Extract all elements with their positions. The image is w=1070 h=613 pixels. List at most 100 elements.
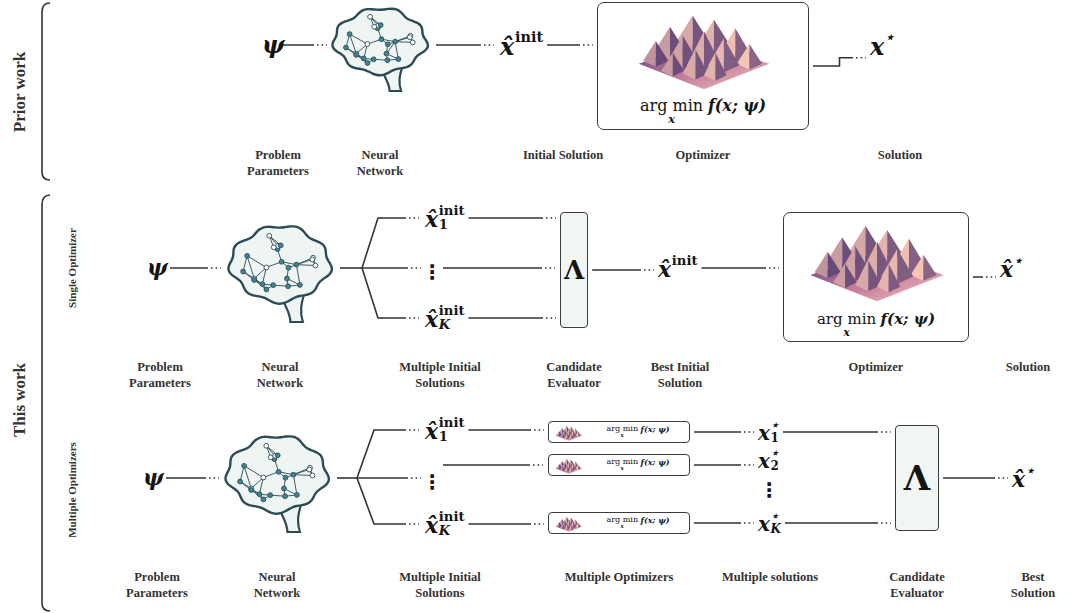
column-caption: Multiple Initial Solutions (390, 570, 490, 601)
evaluator-box: Λ (560, 212, 588, 328)
optimizer-box: arg minx f(x; ψ) (597, 2, 809, 130)
objective-function: f(x; ψ) (640, 516, 669, 524)
math-superscript: ⋆ (1026, 464, 1034, 478)
flow-connector (468, 429, 544, 431)
column-caption: Problem Parameters (117, 570, 197, 601)
math-symbol-node: x̂initK (425, 510, 464, 538)
flow-connector (468, 523, 544, 525)
math-superscript: ⋆ (771, 447, 779, 460)
evaluator-symbol: Λ (564, 257, 584, 283)
brain-icon (225, 436, 328, 532)
math-subscript: K (771, 523, 781, 536)
script-group: ⋆2 (771, 447, 779, 472)
column-caption: Solution (865, 148, 935, 164)
script-group: ⋆ (1014, 254, 1022, 268)
script-group: ⋆ (1026, 464, 1034, 478)
operator-name: arg min (606, 458, 638, 466)
operator-subscript: x (843, 327, 849, 338)
math-symbol: x̂ (500, 32, 514, 61)
flow-line (357, 430, 419, 478)
column-caption: Problem Parameters (238, 148, 318, 179)
flow-line (357, 477, 421, 479)
math-symbol: x̂ (425, 306, 438, 332)
flow-line (282, 44, 327, 46)
math-superscript: init (672, 254, 698, 268)
flow-connector (813, 58, 866, 66)
math-symbol-node: ψ (147, 255, 168, 280)
flow-line (362, 268, 419, 318)
column-caption: Initial Solution (508, 148, 618, 164)
math-superscript: ⋆ (771, 419, 779, 432)
column-caption: Best Initial Solution (630, 360, 730, 391)
flow-connector (694, 431, 754, 433)
math-superscript: ⋆ (1014, 254, 1022, 268)
operator-name: arg min (606, 425, 638, 433)
math-symbol: ψ (262, 30, 285, 59)
math-symbol-node: x⋆1 (758, 419, 779, 445)
flow-connector (694, 464, 754, 466)
landscape-plot (604, 7, 804, 95)
flow-connector (785, 522, 891, 524)
script-group: ⋆ (885, 29, 894, 44)
landscape-plot (790, 217, 964, 307)
ellipsis-mark: ⋮ (759, 477, 779, 503)
math-symbol-node: ψ (143, 465, 164, 490)
optimizer-box: arg minx f(x; ψ) (783, 212, 969, 342)
math-symbol-node: x⋆ (870, 29, 894, 61)
column-caption: Candidate Evaluator (878, 570, 956, 601)
flow-connector (783, 431, 891, 433)
flow-line (166, 477, 219, 479)
math-superscript: ⋆ (771, 510, 781, 523)
evaluator-symbol: Λ (904, 461, 930, 495)
optimizer-box: arg minxf(x; ψ) (548, 512, 690, 534)
objective-function: f(x; ψ) (881, 312, 935, 327)
operator-name: arg min (817, 312, 876, 327)
math-symbol-node: x̂init1 (425, 416, 464, 444)
column-caption: Multiple solutions (710, 570, 830, 586)
landscape-plot (552, 457, 586, 475)
math-symbol-node: x̂init (500, 29, 543, 61)
math-symbol: x̂ (425, 512, 438, 538)
script-group: init (672, 254, 698, 268)
math-symbol-node: ψ (262, 31, 285, 59)
landscape-plot (552, 424, 586, 442)
ellipsis-mark: ⋮ (422, 469, 442, 495)
column-caption: Optimizer (836, 360, 916, 376)
objective-function: f(x; ψ) (640, 425, 669, 433)
script-group: ⋆K (771, 510, 781, 535)
column-caption: Candidate Evaluator (535, 360, 613, 391)
optimizer-box: arg minxf(x; ψ) (548, 421, 690, 443)
column-caption: Best Solution (1005, 570, 1061, 601)
math-superscript: init (439, 510, 465, 524)
math-superscript: ⋆ (885, 29, 894, 44)
math-symbol-node: x⋆K (758, 510, 781, 536)
operator-subscript: x (621, 466, 624, 472)
math-superscript: init (439, 204, 465, 218)
operator-group: arg minx (606, 516, 638, 530)
flow-line (170, 267, 221, 269)
operator-group: arg minx (640, 98, 703, 125)
optimizer-box: arg minxf(x; ψ) (548, 454, 690, 476)
flow-connector (592, 269, 654, 271)
brain-icon (228, 226, 331, 322)
column-caption: Multiple Initial Solutions (390, 360, 490, 391)
flow-line (340, 267, 362, 269)
math-superscript: init (439, 416, 465, 430)
math-symbol: x̂ (1000, 256, 1013, 282)
objective-function: f(x; ψ) (708, 98, 766, 114)
math-subscript: 1 (439, 218, 465, 232)
flow-connector (694, 522, 754, 524)
script-group: init (515, 29, 543, 44)
script-group: initK (439, 510, 465, 538)
flow-connector (973, 276, 996, 278)
script-group: ⋆1 (771, 419, 779, 444)
flow-line (443, 464, 543, 466)
math-symbol: ψ (143, 464, 164, 490)
evaluator-box: Λ (895, 425, 939, 531)
script-group: init1 (439, 204, 465, 232)
objective-line: arg minx f(x; ψ) (784, 312, 968, 338)
column-caption: Neural Network (349, 148, 411, 179)
flow-line (362, 267, 421, 269)
